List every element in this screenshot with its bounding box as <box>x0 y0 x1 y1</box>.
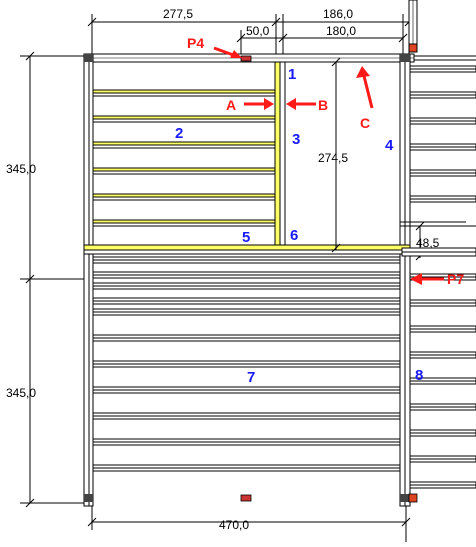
right-small-dimension <box>400 221 476 261</box>
marker-p4: P4 <box>187 35 204 51</box>
top-right-post <box>408 0 418 53</box>
p4-post <box>240 55 252 62</box>
dim-left-upper: 345,0 <box>6 162 36 176</box>
yellow-joist-edge <box>92 92 276 97</box>
lower-joist-edge <box>92 363 401 368</box>
bottom-post <box>240 494 252 502</box>
lower-joist-edge <box>92 259 401 264</box>
yellow-joist-edge <box>92 170 276 175</box>
dim-top-right-outer: 186,0 <box>323 7 353 21</box>
right-joist-edge <box>409 172 476 177</box>
marker-c: C <box>360 115 370 131</box>
lower-joist-edge <box>92 415 401 420</box>
lower-joist-edge <box>92 274 401 279</box>
right-joist-edge <box>409 406 476 411</box>
dim-top-left: 277,5 <box>163 7 193 21</box>
lower-joist-edge <box>92 300 401 305</box>
inner-dimension <box>331 57 341 253</box>
dim-left-lower: 345,0 <box>6 386 36 400</box>
right-joist-edge <box>409 198 476 203</box>
red-arrows <box>213 46 444 285</box>
yellow-joist-edge <box>92 222 276 227</box>
zone-1: 1 <box>288 66 296 83</box>
marker-a: A <box>226 97 236 113</box>
lower-joist-edge <box>92 337 401 342</box>
right-joist-edge <box>409 380 476 385</box>
lower-joist-edge <box>92 389 401 394</box>
dim-right-small: 48,5 <box>416 236 440 250</box>
dim-bottom: 470,0 <box>219 518 249 532</box>
right-joist-edge <box>409 94 476 99</box>
right-joist-edge <box>409 328 476 333</box>
right-joist-edge <box>409 302 476 307</box>
zone-5: 5 <box>242 229 250 246</box>
zone-3: 3 <box>292 131 300 148</box>
zone-4: 4 <box>385 137 394 154</box>
zone-2: 2 <box>175 125 183 142</box>
right-joist-edge <box>409 484 476 489</box>
lower-joist-edge <box>92 311 401 316</box>
marker-b: B <box>318 97 328 113</box>
zone-6: 6 <box>290 227 298 244</box>
zone-7: 7 <box>247 369 255 386</box>
right-joist-edge <box>409 432 476 437</box>
dim-top-right-inner: 180,0 <box>326 24 356 38</box>
lower-joist-edge <box>92 285 401 290</box>
yellow-joist-edge <box>92 118 276 123</box>
lower-joists <box>92 256 401 472</box>
lower-joist-edge <box>92 441 401 446</box>
yellow-joist-edge <box>92 144 276 149</box>
zone-8: 8 <box>415 367 423 384</box>
upper-left-joists <box>92 89 276 227</box>
dim-top-mid: 50,0 <box>246 24 270 38</box>
marker-p7: P7 <box>447 271 464 287</box>
center-vertical-beam <box>274 61 286 251</box>
right-side-joists <box>409 65 476 489</box>
dim-inner-vertical: 274,5 <box>318 151 348 165</box>
bottom-right-post <box>408 493 418 503</box>
lower-joist-edge <box>92 467 401 472</box>
right-joist-edge <box>409 354 476 359</box>
bottom-dimension <box>87 505 411 542</box>
right-joist-edge <box>409 120 476 125</box>
right-joist-edge <box>409 146 476 151</box>
right-joist-edge <box>409 68 476 73</box>
right-joist-edge <box>409 458 476 463</box>
middle-beam <box>83 244 411 255</box>
yellow-joist-edge <box>92 196 276 201</box>
left-dimensions <box>20 51 88 508</box>
